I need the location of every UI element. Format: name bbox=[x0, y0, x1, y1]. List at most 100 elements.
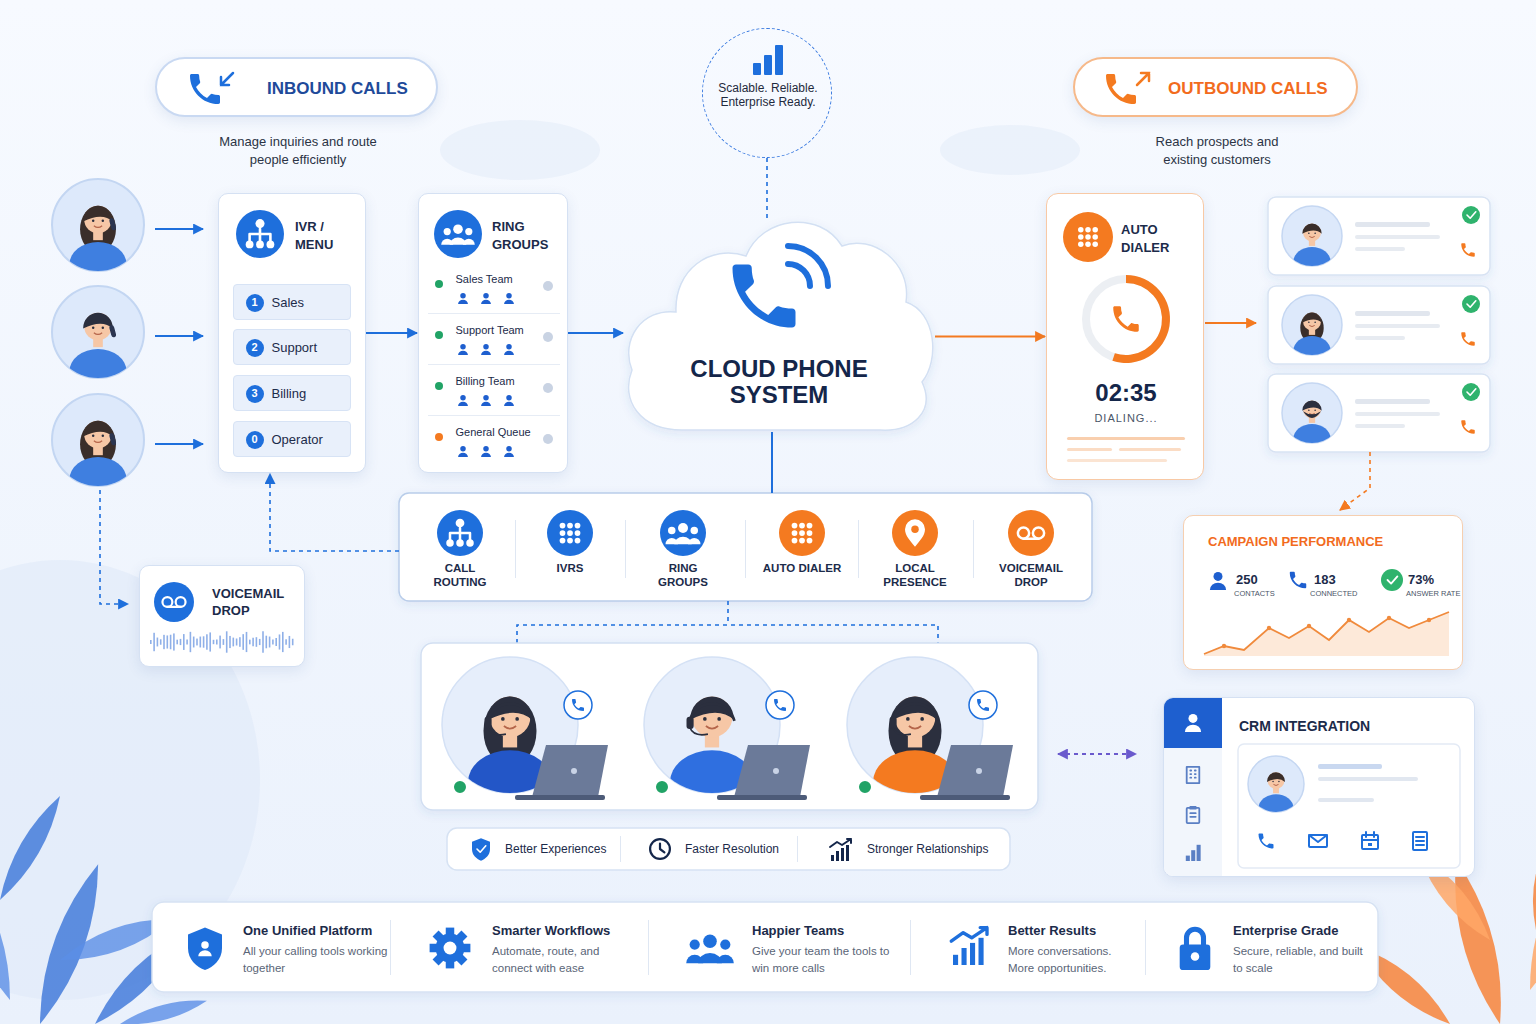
grid-dot bbox=[575, 530, 581, 536]
node-title: One Unified Platform bbox=[243, 923, 388, 939]
gear-body bbox=[436, 934, 465, 963]
benefit-bar bbox=[152, 902, 1378, 992]
body bbox=[481, 401, 491, 405]
contact-card bbox=[1238, 744, 1460, 868]
divider bbox=[910, 920, 911, 975]
menu-option: 1Sales bbox=[233, 284, 351, 320]
wave-bar bbox=[242, 634, 244, 650]
node-text: 250 bbox=[1236, 572, 1281, 588]
benefit-item: Better ResultsMore conversations. More o… bbox=[940, 915, 1140, 982]
leaf bbox=[1526, 830, 1536, 932]
bar bbox=[764, 55, 772, 75]
direction-arrow bbox=[1137, 73, 1149, 85]
dialer-panel: AUTO DIALER02:35DIALING... bbox=[1046, 193, 1204, 480]
head bbox=[690, 940, 700, 950]
feature-item: CALL ROUTING bbox=[406, 505, 514, 597]
wave-bar bbox=[239, 637, 241, 647]
icon-circle bbox=[236, 210, 284, 258]
bg-cloud bbox=[940, 125, 1080, 175]
calendar bbox=[1362, 835, 1378, 849]
eye bbox=[92, 435, 94, 437]
feature-item: IVRS bbox=[516, 505, 624, 597]
text-line bbox=[1355, 222, 1430, 227]
node-text: CONTACTS bbox=[1234, 589, 1294, 598]
phone-icon bbox=[572, 699, 584, 711]
grid-dot bbox=[1078, 234, 1084, 240]
text-line bbox=[1355, 235, 1440, 239]
clock-face bbox=[650, 839, 670, 859]
wave-bar bbox=[196, 639, 198, 646]
team-row: Billing Team bbox=[428, 370, 560, 416]
wave-bar bbox=[167, 635, 169, 648]
connector bbox=[568, 332, 623, 334]
node-text: DIALING... bbox=[1047, 412, 1205, 425]
hair bbox=[83, 421, 113, 437]
trend bbox=[830, 839, 851, 847]
eye bbox=[1314, 321, 1316, 323]
node-text: Sales bbox=[272, 295, 347, 311]
header-pill: INBOUND CALLSManage inquiries and route … bbox=[155, 57, 438, 117]
handset bbox=[109, 218, 117, 231]
status-dot bbox=[435, 433, 443, 441]
chartup-glyph bbox=[951, 928, 987, 965]
laptop-base bbox=[717, 795, 807, 800]
node-title: Sales Team bbox=[456, 273, 551, 286]
eye bbox=[92, 220, 94, 222]
avatar bbox=[69, 421, 126, 502]
body bbox=[1293, 336, 1330, 365]
phone-icon bbox=[1461, 332, 1475, 346]
text-line bbox=[1318, 777, 1418, 781]
body bbox=[69, 349, 126, 393]
wave-bar bbox=[203, 636, 205, 647]
eye bbox=[102, 220, 104, 222]
leaf bbox=[1517, 844, 1536, 994]
wave-bar bbox=[160, 639, 162, 644]
smile bbox=[706, 726, 718, 729]
eye bbox=[1308, 232, 1310, 234]
text-line bbox=[1355, 247, 1405, 251]
shield bbox=[188, 928, 222, 971]
leaf bbox=[118, 993, 209, 1024]
gear-hole bbox=[444, 942, 457, 955]
gear-glyph bbox=[430, 928, 471, 969]
clock-glyph bbox=[650, 839, 670, 859]
tagline-circle: Scalable. Reliable. Enterprise Ready. bbox=[702, 28, 832, 158]
wave-bar bbox=[282, 632, 284, 652]
avatar bbox=[1293, 400, 1330, 453]
eye bbox=[1308, 321, 1310, 323]
windows bbox=[1190, 771, 1195, 778]
node-art bbox=[1047, 194, 1205, 481]
grid-glyph bbox=[1078, 227, 1098, 247]
head bbox=[460, 395, 466, 401]
body bbox=[458, 401, 468, 405]
handset bbox=[109, 433, 117, 446]
text-line bbox=[1355, 424, 1405, 428]
body bbox=[198, 950, 212, 956]
body bbox=[463, 239, 475, 245]
benefit-label: Stronger Relationships bbox=[867, 842, 988, 856]
status-dot bbox=[435, 280, 443, 288]
node-text: CONNECTED bbox=[1310, 589, 1370, 598]
grid-dot bbox=[1092, 241, 1098, 247]
grid-glyph bbox=[560, 523, 581, 544]
laptop-logo bbox=[773, 768, 779, 774]
laptop-screen bbox=[532, 745, 608, 797]
tree-glyph bbox=[446, 519, 474, 547]
branch bbox=[250, 229, 271, 242]
dashed-wire bbox=[100, 490, 128, 604]
mail-glyph bbox=[1309, 835, 1327, 847]
mic bbox=[690, 727, 708, 735]
flap bbox=[1309, 835, 1327, 842]
grid-dot bbox=[807, 523, 813, 529]
grid-dot bbox=[1085, 241, 1091, 247]
direction-arrow bbox=[221, 73, 233, 85]
dashed-wire bbox=[1058, 753, 1136, 755]
bar bbox=[1191, 850, 1195, 861]
flow-arrow bbox=[1205, 322, 1256, 324]
ivr-panel: IVR / MENU1Sales2Support3Billing0Operato… bbox=[218, 193, 366, 473]
connector bbox=[935, 336, 1045, 338]
call-badge bbox=[969, 691, 997, 719]
wave-bar bbox=[266, 636, 268, 649]
body bbox=[504, 401, 514, 405]
body bbox=[717, 955, 734, 964]
